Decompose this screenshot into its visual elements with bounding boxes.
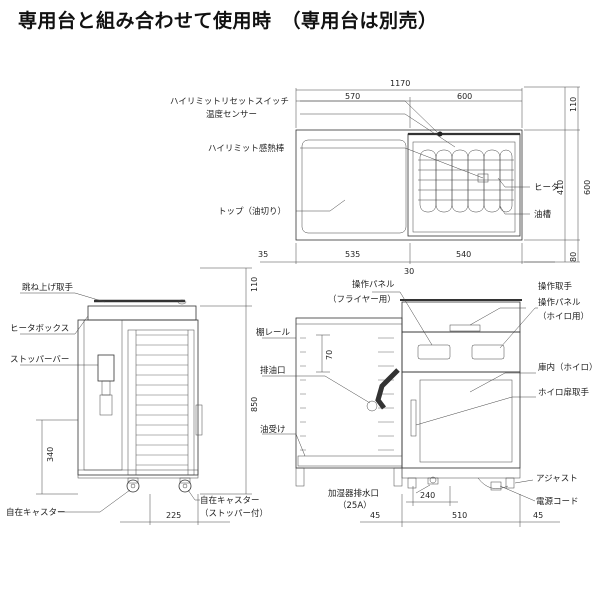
free-caster-left — [126, 479, 140, 493]
hoiro-interior — [419, 379, 513, 463]
label-panel-fryer-2: （フライヤー用） — [328, 294, 396, 305]
label-interior: 庫内（ホイロ） — [538, 362, 598, 373]
dim-top-left: 570 — [345, 92, 360, 101]
dim-front-left: 45 — [370, 511, 380, 520]
dim-side-lower: 340 — [46, 447, 55, 462]
dim-height-total: 600 — [583, 180, 592, 195]
humidifier-drain — [429, 476, 437, 484]
adjuster-right — [505, 477, 515, 489]
dim-240: 240 — [420, 491, 435, 500]
label-power-cord: 電源コード — [536, 497, 579, 507]
dim-top-right: 600 — [457, 92, 472, 101]
hoiro-chamber — [401, 371, 521, 469]
label-reset-switch: ハイリミットリセットスイッチ — [170, 97, 289, 107]
side-body — [77, 319, 199, 476]
label-adjuster: アジャスト — [536, 474, 578, 484]
free-caster-right — [178, 479, 192, 493]
heater-box — [87, 305, 197, 321]
label-free-caster-stopper-1: 自在キャスター — [200, 495, 260, 506]
label-stopper-bar: ストッパーバー — [10, 355, 69, 365]
label-panel-hoiro-1: 操作パネル — [538, 297, 581, 308]
label-top-oil-drain: トップ（油切り） — [218, 206, 286, 217]
operation-handle — [449, 324, 481, 332]
side-view: 跳ね上げ取手 ヒータボックス ストッパーバー 自在キャスター 自在キャスター （… — [6, 267, 268, 525]
label-oil-tank: 油槽 — [534, 209, 552, 220]
page-title: 専用台と組み合わせて使用時 （専用台は別売） — [18, 10, 438, 32]
label-oil-pan: 油受け — [260, 424, 286, 435]
dim-side-main: 850 — [250, 397, 259, 412]
label-temp-sensor: 温度センサー — [206, 109, 257, 120]
top-oil-drain-panel — [301, 139, 407, 234]
high-limit-rod — [477, 173, 489, 183]
label-door-handle: ホイロ扉取手 — [538, 387, 590, 398]
hoiro-panel — [471, 344, 505, 360]
dim-side-bottom: 225 — [166, 511, 181, 520]
shelf-louvers — [135, 330, 189, 475]
top-view-body — [295, 129, 523, 241]
dim-bottom-left: 535 — [345, 250, 360, 259]
hoiro-door-handle — [410, 399, 417, 437]
dim-bottom-right: 540 — [456, 250, 471, 259]
label-high-limit-rod: ハイリミット感熱棒 — [208, 143, 285, 154]
label-humidifier-1: 加湿器排水口 — [328, 488, 379, 499]
power-cord — [477, 477, 509, 489]
front-view: 棚レール 排油口 油受け 操作パネル （フライヤー用） 操作取手 操作パネル （… — [256, 279, 598, 527]
drain-port — [366, 400, 378, 412]
dim-front-center: 510 — [452, 511, 467, 520]
label-shelf-rail: 棚レール — [256, 327, 291, 338]
adjuster-left — [407, 477, 417, 489]
label-handle: 操作取手 — [538, 281, 573, 292]
label-panel-hoiro-2: （ホイロ用） — [538, 311, 589, 322]
drain-pipe — [375, 368, 400, 410]
label-heater-box: ヒータボックス — [10, 324, 69, 334]
label-drain-port: 排油口 — [260, 365, 286, 376]
oil-pan — [297, 455, 403, 467]
label-heater: ヒータ — [534, 183, 560, 193]
dim-total-width: 1170 — [390, 79, 410, 88]
label-panel-fryer-1: 操作パネル — [352, 279, 395, 290]
fryer-panel — [417, 344, 451, 360]
top-view: ハイリミットリセットスイッチ 温度センサー ハイリミット感熱棒 トップ（油切り）… — [170, 79, 592, 276]
dim-height-top: 110 — [569, 97, 578, 112]
reset-switch-icon — [437, 131, 443, 137]
side-door-handle — [195, 404, 203, 436]
stand-frame — [295, 317, 403, 469]
fryer-top — [401, 301, 521, 333]
label-humidifier-2: （25A） — [338, 500, 372, 511]
stopper-bar — [97, 354, 115, 382]
label-free-caster: 自在キャスター — [6, 507, 66, 518]
dim-left-margin: 35 — [258, 250, 268, 259]
dim-height-bottom: 80 — [569, 252, 578, 262]
dim-front-right: 45 — [533, 511, 543, 520]
operation-panel — [401, 331, 521, 373]
dim-height-mid: 410 — [556, 180, 565, 195]
label-lift-handle: 跳ね上げ取手 — [22, 282, 74, 293]
label-free-caster-stopper-2: （ストッパー付） — [200, 508, 268, 519]
dim-70: 70 — [325, 350, 334, 360]
heater-coils — [418, 149, 514, 213]
dim-center-gap: 30 — [404, 267, 414, 276]
dim-side-top: 110 — [250, 277, 259, 292]
